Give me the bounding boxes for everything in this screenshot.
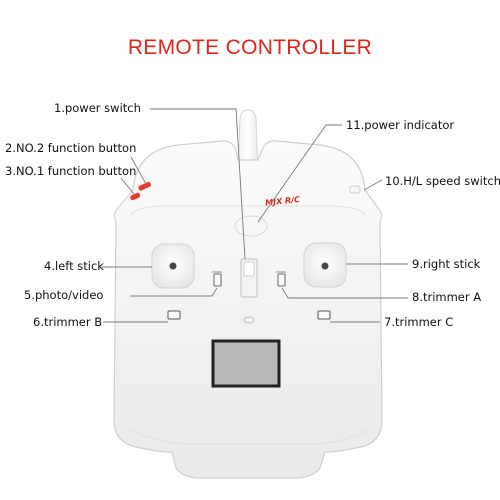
no1-function-button[interactable]	[130, 192, 141, 201]
trimmer-c[interactable]	[317, 310, 331, 320]
photo-video-button[interactable]	[213, 273, 222, 287]
label-no1-function-button: 3.NO.1 function button	[5, 164, 137, 178]
brand-logo: MJX R/C	[265, 195, 301, 208]
trimmer-a[interactable]	[277, 273, 286, 287]
label-power-switch: 1.power switch	[54, 101, 141, 115]
label-photo-video: 5.photo/video	[24, 288, 104, 302]
label-hl-speed-switch: 10.H/L speed switch	[385, 174, 500, 188]
label-no2-function-button: 2.NO.2 function button	[5, 141, 137, 155]
label-trimmer-c: 7.trimmer C	[384, 315, 454, 329]
hl-speed-switch[interactable]	[349, 185, 361, 194]
no2-function-button[interactable]	[138, 181, 152, 191]
power-switch[interactable]	[240, 258, 258, 298]
left-stick[interactable]	[151, 243, 195, 289]
label-power-indicator: 11.power indicator	[346, 118, 455, 132]
lcd-screen	[211, 339, 281, 388]
label-trimmer-b: 6.trimmer B	[33, 315, 103, 329]
label-right-stick: 9.right stick	[412, 257, 481, 271]
controller-body	[113, 140, 383, 479]
power-indicator	[234, 215, 268, 237]
right-stick[interactable]	[303, 242, 347, 288]
antenna	[237, 109, 259, 176]
label-left-stick: 4.left stick	[44, 259, 104, 273]
page-title: REMOTE CONTROLLER	[127, 36, 373, 59]
trimmer-b[interactable]	[167, 310, 181, 320]
leader-lines	[102, 108, 408, 323]
label-trimmer-a: 8.trimmer A	[412, 290, 482, 304]
